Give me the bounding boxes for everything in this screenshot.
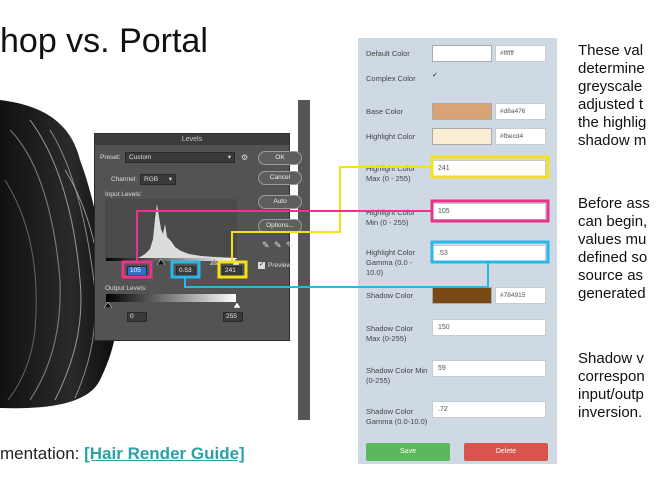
channel-label: Channel: <box>111 176 138 183</box>
base-color-hex-input[interactable]: #d8a476 <box>495 103 546 120</box>
cancel-button[interactable]: Cancel <box>258 171 302 185</box>
description-line: determine <box>578 60 645 77</box>
input-black-field[interactable]: 105 <box>127 266 147 276</box>
image-edge-bar <box>298 100 310 420</box>
preset-label: Preset: <box>100 154 121 161</box>
input-levels-label: Input Levels: <box>105 191 142 198</box>
documentation-line: mentation: [Hair Render Guide] <box>0 444 245 464</box>
highlight-gamma-input[interactable]: .53 <box>432 245 546 262</box>
description-line: the highlig <box>578 114 647 131</box>
default-color-swatch[interactable] <box>432 45 492 62</box>
black-point-slider[interactable] <box>157 259 165 265</box>
levels-title: Levels <box>95 134 289 145</box>
input-white-field[interactable]: 241 <box>222 266 242 276</box>
description-line: values mu <box>578 231 647 248</box>
hair-render-guide-link[interactable]: [Hair Render Guide] <box>84 444 245 463</box>
preset-select[interactable]: Custom ▾ <box>125 152 235 163</box>
shadow-gamma-label: Shadow Color Gamma (0.0-10.0) <box>366 407 428 426</box>
shadow-gamma-input[interactable]: .72 <box>432 401 546 418</box>
description-line: source as <box>578 267 644 284</box>
highlight-color-label: Highlight Color <box>366 132 416 141</box>
description-line: generated <box>578 285 646 302</box>
slide-title: hop vs. Portal <box>0 22 208 60</box>
description-line: adjusted t <box>578 96 644 113</box>
default-color-label: Default Color <box>366 49 410 58</box>
highlight-max-input[interactable]: 241 <box>432 160 546 177</box>
output-white-field[interactable]: 255 <box>223 312 243 322</box>
channel-select[interactable]: RGB ▾ <box>140 174 176 185</box>
auto-button[interactable]: Auto <box>258 195 302 209</box>
ok-button[interactable]: OK <box>258 151 302 165</box>
preset-value: Custom <box>129 154 152 161</box>
description-line: Shadow v <box>578 350 644 367</box>
options-button[interactable]: Options... <box>258 219 302 233</box>
base-color-swatch[interactable] <box>432 103 492 120</box>
output-black-slider[interactable] <box>104 302 112 308</box>
channel-value: RGB <box>144 176 159 183</box>
complex-color-label: Complex Color <box>366 74 416 83</box>
histogram <box>105 199 237 259</box>
description-line: defined so <box>578 249 648 266</box>
shadow-color-hex-input[interactable]: #784915 <box>495 287 546 304</box>
chevron-down-icon: ▾ <box>168 176 172 183</box>
description-line: shadow m <box>578 132 647 149</box>
description-line: inversion. <box>578 404 643 421</box>
preview-checkbox[interactable]: ✓ <box>258 262 265 269</box>
hair-color-config-panel: Default Color #ffffff Complex Color ✓ Ba… <box>358 38 557 464</box>
description-line: greyscale <box>578 78 643 95</box>
output-levels-label: Output Levels: <box>105 285 147 292</box>
eyedropper-black-icon[interactable]: ✎ <box>262 240 270 250</box>
highlight-color-hex-input[interactable]: #fbecd4 <box>495 128 546 145</box>
output-black-field[interactable]: 0 <box>127 312 147 322</box>
histogram-plot <box>105 204 237 259</box>
hair-render-illustration <box>0 100 118 409</box>
eyedropper-gray-icon[interactable]: ✎ <box>274 240 282 250</box>
output-white-slider[interactable] <box>233 302 241 308</box>
shadow-min-input[interactable]: 59 <box>432 360 546 377</box>
highlight-min-input[interactable]: 105 <box>432 203 546 220</box>
shadow-max-input[interactable]: 150 <box>432 319 546 336</box>
shadow-min-label: Shadow Color Min (0-255) <box>366 366 428 385</box>
description-line: Before ass <box>578 195 650 212</box>
default-color-hex-input[interactable]: #ffffff <box>495 45 546 62</box>
documentation-prefix: mentation: <box>0 444 85 463</box>
base-color-label: Base Color <box>366 107 404 116</box>
input-gamma-field[interactable]: 0.53 <box>176 266 196 276</box>
highlight-min-label: Highlight Color Min (0 - 255) <box>366 208 416 227</box>
description-line: input/outp <box>578 386 644 403</box>
shadow-color-label: Shadow Color <box>366 291 414 300</box>
eyedropper-white-icon[interactable]: ✎ <box>286 240 294 250</box>
delete-button[interactable]: Delete <box>464 443 548 461</box>
highlight-gamma-label: Highlight Color Gamma (0.0 - 10.0) <box>366 248 416 277</box>
description-line: correspon <box>578 368 645 385</box>
save-button[interactable]: Save <box>366 443 450 461</box>
gamma-slider[interactable] <box>210 259 218 265</box>
output-gradient <box>106 294 236 302</box>
shadow-max-label: Shadow Color Max (0-255) <box>366 324 414 343</box>
preview-label: Preview <box>268 262 292 269</box>
highlight-max-label: Highlight Color Max (0 - 255) <box>366 164 416 183</box>
shadow-color-swatch[interactable] <box>432 287 492 304</box>
gear-icon[interactable]: ⚙ <box>241 153 249 162</box>
description-line: can begin, <box>578 213 648 230</box>
highlight-color-swatch[interactable] <box>432 128 492 145</box>
levels-dialog: Levels Preset: Custom ▾ ⚙ Channel: RGB ▾… <box>94 133 302 341</box>
complex-color-checkbox[interactable]: ✓ <box>432 72 438 79</box>
description-line: These val <box>578 42 644 59</box>
chevron-down-icon: ▾ <box>227 154 231 161</box>
white-point-slider[interactable] <box>232 259 240 265</box>
